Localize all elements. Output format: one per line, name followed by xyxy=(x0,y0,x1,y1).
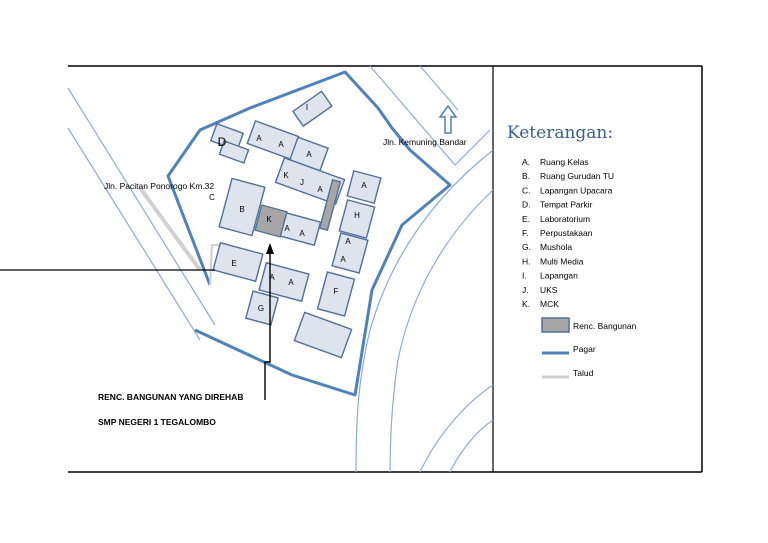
road-north-edge-2 xyxy=(419,65,459,111)
legend-label: Multi Media xyxy=(540,256,584,266)
building-a1 xyxy=(246,119,300,161)
building-planned-strip xyxy=(318,178,342,232)
legend-key: E. xyxy=(522,214,530,224)
legend-fence-label: Pagar xyxy=(573,344,596,354)
pointer-arrowhead-icon xyxy=(266,243,274,254)
legend-key: J. xyxy=(522,285,529,295)
pointer-line-rehab xyxy=(264,250,271,400)
legend-key: A. xyxy=(522,157,530,167)
building-a8-a9 xyxy=(331,232,369,274)
legend-key: I. xyxy=(522,271,527,281)
legend-key: G. xyxy=(522,242,531,252)
rehab-label: RENC. BANGUNAN YANG DIREHAB xyxy=(98,392,243,402)
letter-a6: A xyxy=(284,224,290,233)
legend-label: UKS xyxy=(540,285,558,295)
building-k-planned xyxy=(254,204,288,238)
building-h xyxy=(338,199,376,239)
road-label-west: Jln. Pacitan Ponorogo Km.32 xyxy=(104,181,214,191)
legend-label: Lapangan xyxy=(540,271,578,281)
road-label-north: Jln. Kemuning Bandar xyxy=(383,137,467,147)
building-letters: I D A A A K J A A C B K A A H A A E A A … xyxy=(209,103,367,313)
legend-building-label: Renc. Bangunan xyxy=(573,321,637,331)
building-a10-a11 xyxy=(258,261,310,303)
building-b xyxy=(218,177,266,237)
legend-label: Ruang Kelas xyxy=(540,157,589,167)
letter-g: G xyxy=(258,304,264,313)
building-i xyxy=(291,90,333,128)
legend-label: Ruang Gurudan TU xyxy=(540,171,614,181)
letter-a4: A xyxy=(317,185,323,194)
roads xyxy=(67,65,494,473)
legend-key: F. xyxy=(522,228,529,238)
road-east-edge-2 xyxy=(389,189,494,473)
school-name: SMP NEGERI 1 TEGALOMBO xyxy=(98,417,216,427)
legend-key: C. xyxy=(522,185,531,195)
letter-a1: A xyxy=(256,134,262,143)
legend-label: Lapangan Upacara xyxy=(540,185,613,195)
letter-a8: A xyxy=(345,237,351,246)
letter-a7: A xyxy=(299,229,305,238)
legend-label: Laboratorium xyxy=(540,214,590,224)
gate-talud xyxy=(209,244,222,286)
letter-d: D xyxy=(218,135,227,149)
legend-key: K. xyxy=(522,299,530,309)
up-arrow-icon xyxy=(438,104,458,134)
letter-a9: A xyxy=(340,255,346,264)
legend-building-swatch xyxy=(541,317,570,333)
legend-label: Mushola xyxy=(540,242,572,252)
letter-c: C xyxy=(209,193,215,202)
embankment-talud xyxy=(138,186,202,272)
road-south-edge-2 xyxy=(449,419,494,473)
letter-a5: A xyxy=(361,181,367,190)
school-fence xyxy=(166,70,452,397)
letter-e: E xyxy=(231,259,236,268)
letter-i: I xyxy=(306,103,308,112)
legend-key: D. xyxy=(522,200,531,210)
road-west-edge-2 xyxy=(67,127,201,341)
building-j-block xyxy=(274,156,346,206)
legend-key: H. xyxy=(522,256,531,266)
road-north-edge-1 xyxy=(369,65,491,166)
letter-j: J xyxy=(300,178,304,187)
letter-a2: A xyxy=(278,140,284,149)
legend-title: Keterangan: xyxy=(507,123,613,143)
letter-a3: A xyxy=(306,150,312,159)
building-a5 xyxy=(346,169,382,205)
road-east-edge-1 xyxy=(355,149,494,473)
building-d-annex xyxy=(218,140,250,164)
legend-label: MCK xyxy=(540,299,559,309)
building-e xyxy=(212,241,264,283)
road-south-edge-1 xyxy=(419,384,494,473)
letter-h: H xyxy=(354,211,360,220)
road-west-edge-1 xyxy=(67,87,216,326)
legend-label: Perpustakaan xyxy=(540,228,593,238)
letter-a11: A xyxy=(288,278,294,287)
letter-a10: A xyxy=(269,273,275,282)
buildings xyxy=(209,90,382,359)
legend-label: Tempat Parkir xyxy=(540,200,593,210)
building-field xyxy=(293,311,353,359)
letter-k2: K xyxy=(266,215,272,224)
building-f xyxy=(316,271,356,317)
letter-b: B xyxy=(239,205,244,214)
letter-k1: K xyxy=(283,171,289,180)
legend-talud-label: Talud xyxy=(573,368,594,378)
letter-f: F xyxy=(334,287,339,296)
legend-key: B. xyxy=(522,171,530,181)
